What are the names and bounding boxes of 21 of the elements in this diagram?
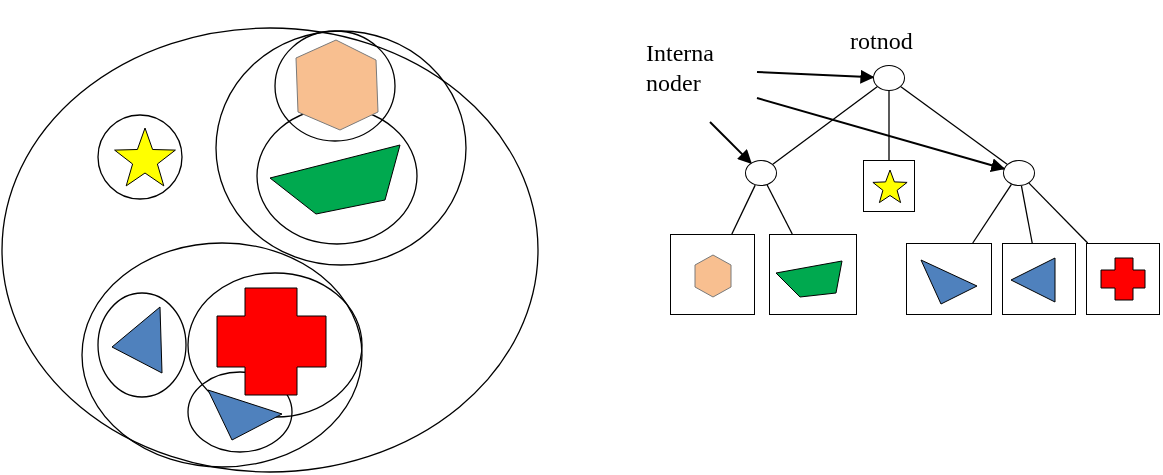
leaf-node-box — [769, 234, 857, 315]
leaf-node-box — [670, 234, 755, 315]
tree-node-ellipse — [1003, 160, 1035, 186]
leaf-node-box — [906, 243, 992, 315]
tree-edge — [888, 90, 890, 161]
tree-edge — [772, 86, 878, 165]
arrow — [756, 69, 875, 84]
tree-edge — [1028, 182, 1089, 244]
tree-edge — [900, 86, 1008, 165]
leaf-node-box — [1002, 243, 1076, 315]
leaf-node-box — [863, 160, 915, 212]
tree-edge — [972, 183, 1013, 244]
tree-edge — [766, 184, 793, 235]
node-label: Interna noder — [646, 39, 715, 98]
arrow — [756, 97, 1006, 172]
tree-node-ellipse — [745, 160, 777, 186]
tree-edge — [1020, 185, 1033, 244]
leaf-node-box — [1086, 243, 1160, 315]
node-caption: rotnod — [850, 27, 913, 56]
tree-edge — [731, 184, 756, 235]
arrow — [709, 121, 752, 164]
